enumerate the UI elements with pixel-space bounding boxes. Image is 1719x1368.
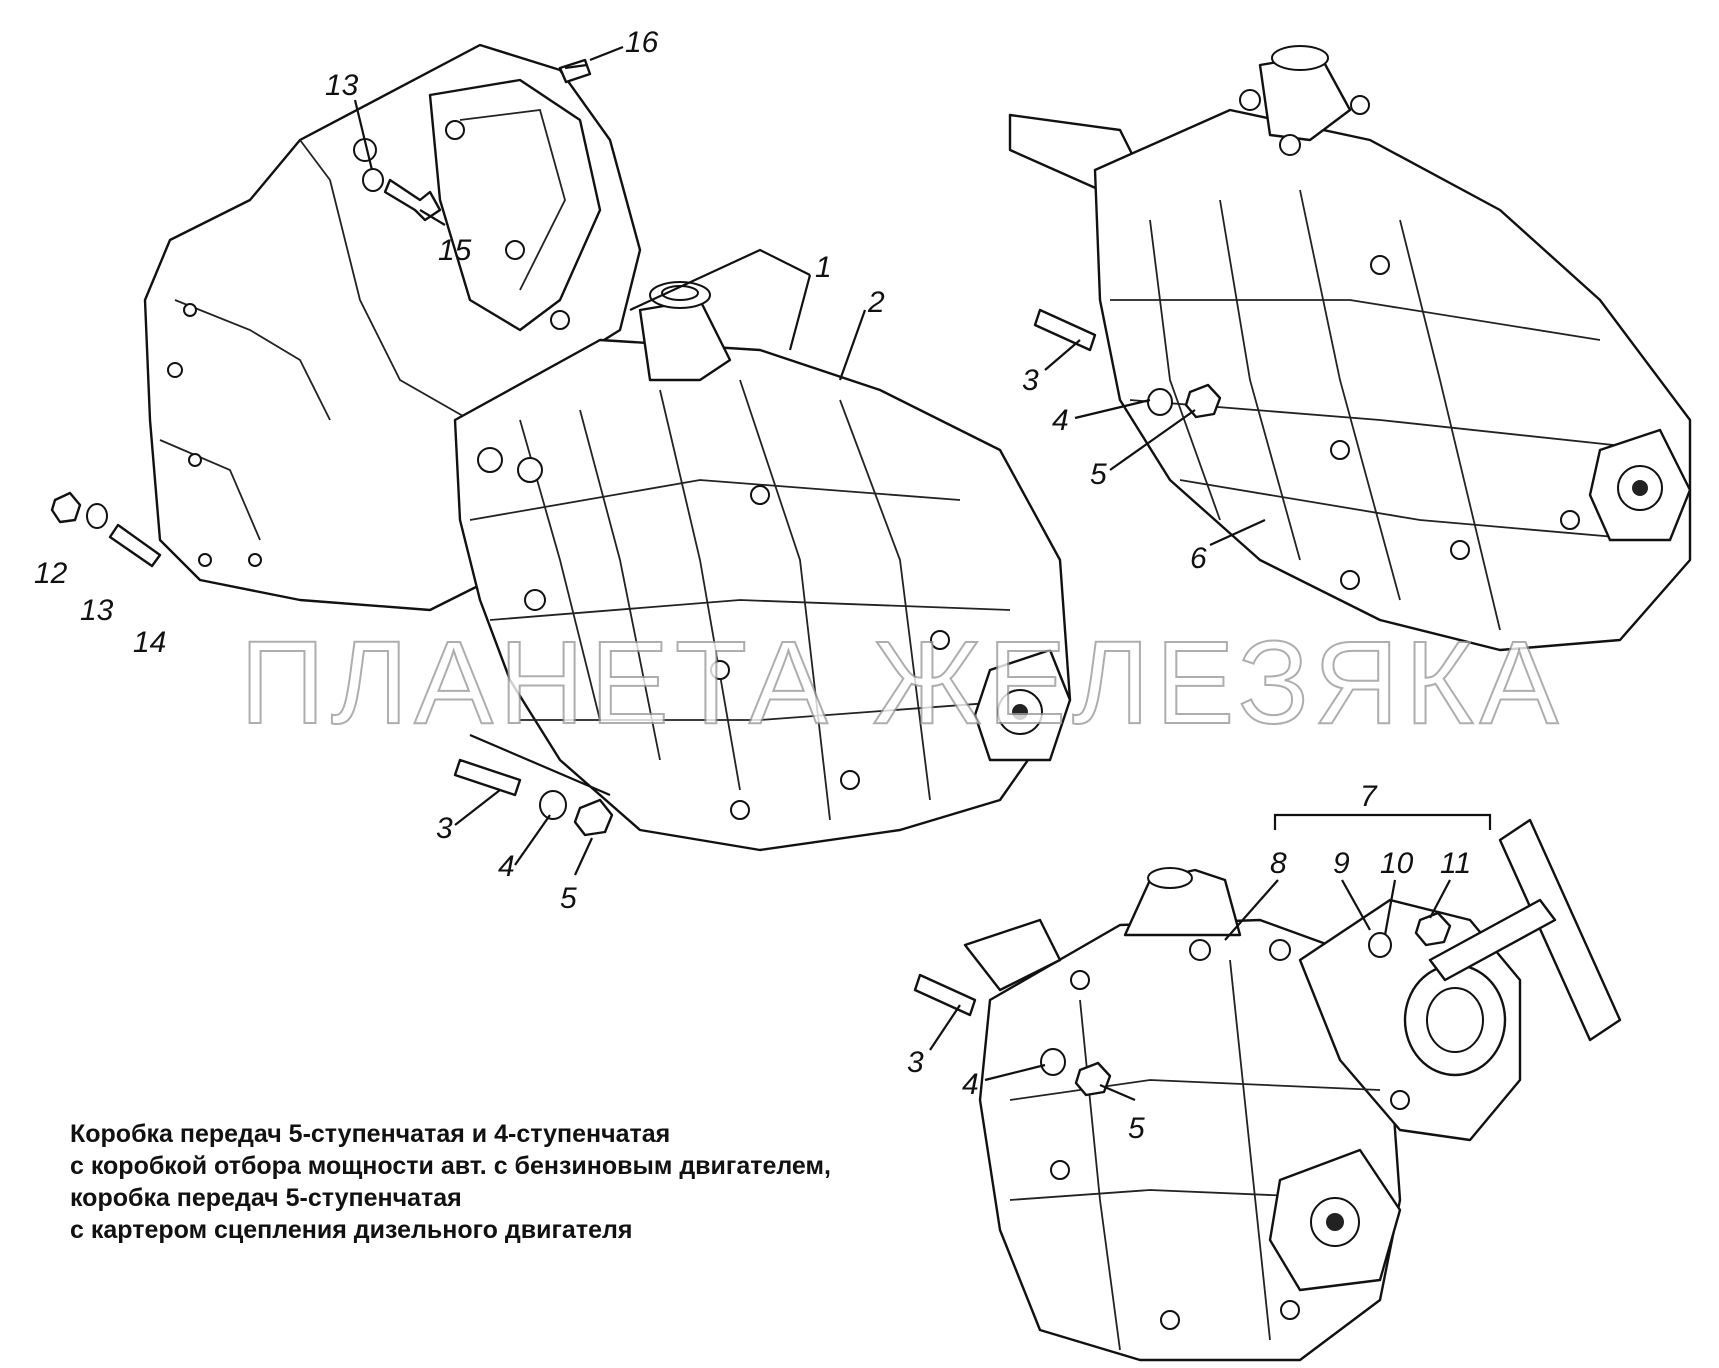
callout-3-left: 3 (436, 812, 453, 845)
callout-9: 9 (1333, 847, 1350, 880)
callout-5-top-right: 5 (1090, 458, 1107, 491)
nut-12 (50, 491, 82, 524)
callout-13-lower: 13 (80, 594, 114, 627)
callout-5-bottom-right: 5 (1128, 1112, 1145, 1145)
callout-15: 15 (438, 234, 472, 267)
left-gearbox-assembly (50, 43, 1072, 852)
stud-left (453, 758, 522, 797)
plug-16 (558, 58, 592, 84)
pto-spring-rod (1428, 898, 1557, 982)
callout-2: 2 (867, 286, 885, 319)
nut-left (573, 798, 614, 837)
callout-13-upper: 13 (325, 69, 359, 102)
callout-7: 7 (1360, 780, 1378, 813)
washer-bottom-right (1040, 1048, 1066, 1076)
clutch-release-housing (428, 78, 602, 332)
nut-11 (1414, 911, 1452, 947)
bolt-15 (383, 178, 442, 222)
callout-16: 16 (625, 26, 659, 59)
gearbox-housing-4-speed (1093, 108, 1692, 652)
stud-bottom-right (913, 973, 977, 1017)
washer-10 (1368, 932, 1392, 958)
callout-6: 6 (1190, 542, 1207, 575)
pto-lever (1498, 818, 1622, 1042)
leader-lines (353, 45, 1492, 1102)
callout-3-bottom-right: 3 (907, 1046, 924, 1079)
caption-line-3: коробка передач 5-ступенчатая (70, 1184, 462, 1212)
callout-14: 14 (133, 626, 166, 659)
callout-10: 10 (1380, 847, 1414, 880)
washer-top-right (1147, 388, 1173, 416)
bottom-right-pto-assembly (913, 818, 1622, 1362)
callout-8: 8 (1270, 847, 1287, 880)
callout-4-top-right: 4 (1052, 404, 1069, 437)
washer-13 (86, 503, 108, 529)
washer-13-upper (362, 168, 384, 192)
top-right-gearbox-assembly (1008, 45, 1692, 652)
callout-11: 11 (1440, 847, 1471, 880)
watermark: ПЛАНЕТА ЖЕЛЕЗЯКА (239, 616, 1565, 750)
pto-top-turret (1123, 868, 1242, 937)
callout-4-bottom-right: 4 (962, 1068, 979, 1101)
callout-4-left: 4 (498, 850, 515, 883)
callout-12: 12 (34, 557, 68, 590)
diagram-caption: Коробка передач 5-ступенчатая и 4-ступен… (70, 1118, 970, 1246)
gearbox-top-turret (638, 298, 732, 382)
callout-3-top-right: 3 (1022, 364, 1039, 397)
stud-top-right (1033, 308, 1097, 352)
nut-top-right (1184, 383, 1222, 419)
pto-input-shaft (963, 918, 1062, 992)
caption-line-4: с картером сцепления дизельного двигател… (70, 1216, 633, 1244)
callout-labels: 1 2 3 4 5 12 13 14 13 15 16 3 4 5 6 7 8 … (34, 26, 1471, 1145)
nut-bottom-right (1074, 1061, 1112, 1097)
stud-14 (108, 523, 162, 568)
washer-left (539, 790, 567, 820)
caption-line-2: с коробкой отбора мощности авт. с бензин… (70, 1152, 831, 1180)
gearbox-housing-5-speed (453, 338, 1072, 852)
callout-1: 1 (815, 251, 832, 284)
callout-5-left: 5 (560, 882, 577, 915)
caption-line-1: Коробка передач 5-ступенчатая и 4-ступен… (70, 1120, 671, 1148)
